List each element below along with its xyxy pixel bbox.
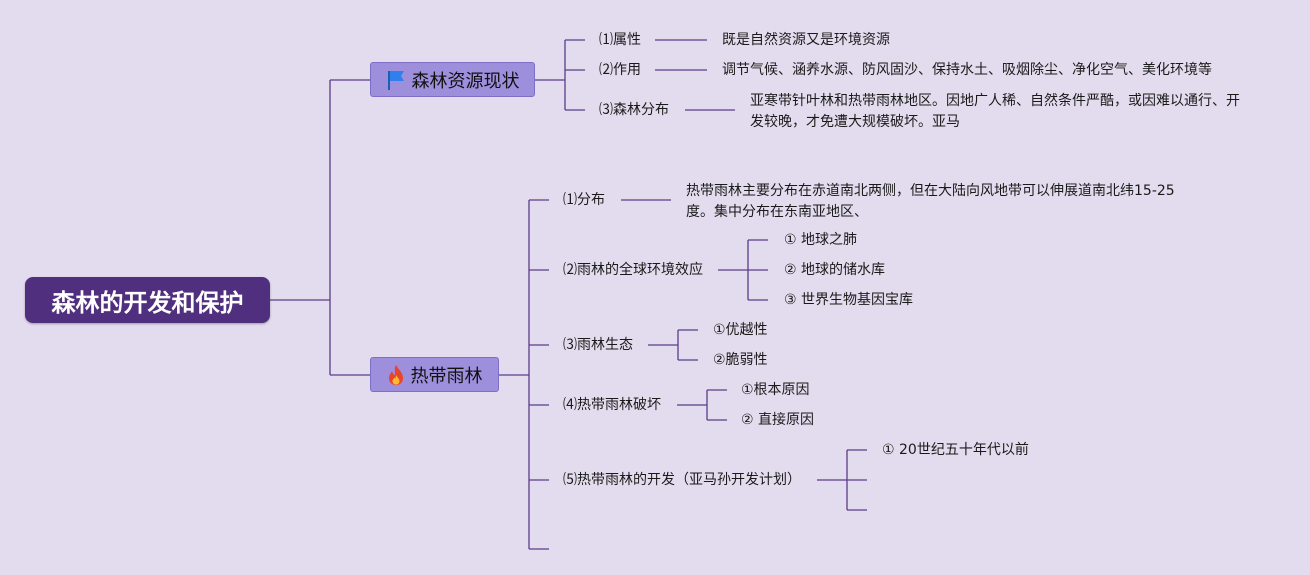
fire-icon — [387, 364, 405, 386]
flag-icon — [386, 69, 406, 91]
b2-item-4-child-1[interactable]: ①根本原因 — [741, 382, 810, 398]
branch-forest-status-label: 森林资源现状 — [411, 70, 520, 92]
root-topic-label: 森林的开发和保护 — [51, 288, 244, 317]
b1-item-2-detail[interactable]: 调节气候、涵养水源、防风固沙、保持水土、吸烟除尘、净化空气、美化环境等 — [722, 62, 1212, 78]
b2-item-4-label[interactable]: ⑷热带雨林破坏 — [563, 397, 661, 413]
b2-item-2-child-2[interactable]: ② 地球的储水库 — [784, 262, 886, 278]
branch-rainforest-label: 热带雨林 — [410, 365, 483, 387]
connector-b2-4-children — [707, 389, 727, 421]
connector-b2-3-children — [678, 329, 698, 361]
b2-item-4-child-2[interactable]: ② 直接原因 — [741, 412, 815, 428]
b2-item-5-child-1[interactable]: ① 20世纪五十年代以前 — [882, 442, 1029, 458]
root-topic[interactable]: 森林的开发和保护 — [25, 277, 270, 323]
b2-item-2-child-3[interactable]: ③ 世界生物基因宝库 — [784, 292, 914, 308]
branch-rainforest[interactable]: 热带雨林 — [370, 357, 499, 392]
b2-item-1-label[interactable]: ⑴分布 — [563, 192, 605, 208]
b1-item-1-detail[interactable]: 既是自然资源又是环境资源 — [722, 32, 890, 48]
b2-item-2-child-1[interactable]: ① 地球之肺 — [784, 232, 858, 248]
connector-b2-5-children — [847, 449, 867, 511]
b1-item-3-label[interactable]: ⑶森林分布 — [599, 102, 669, 118]
b1-item-1-label[interactable]: ⑴属性 — [599, 32, 641, 48]
b2-item-2-label[interactable]: ⑵雨林的全球环境效应 — [563, 262, 703, 278]
branch-forest-status[interactable]: 森林资源现状 — [370, 62, 535, 97]
b1-item-2-label[interactable]: ⑵作用 — [599, 62, 641, 78]
b1-item-3-detail[interactable]: 亚寒带针叶林和热带雨林地区。因地广人稀、自然条件严酷，或因难以通行、开发较晚，才… — [750, 93, 1240, 130]
b2-item-3-child-1[interactable]: ①优越性 — [713, 322, 768, 338]
connector-b2-2-children — [748, 239, 768, 301]
b2-item-3-label[interactable]: ⑶雨林生态 — [563, 337, 633, 353]
b2-item-5-label[interactable]: ⑸热带雨林的开发（亚马孙开发计划） — [563, 472, 801, 488]
b2-item-3-child-2[interactable]: ②脆弱性 — [713, 352, 768, 368]
b2-item-1-detail[interactable]: 热带雨林主要分布在赤道南北两侧，但在大陆向风地带可以伸展道南北纬15-25度。集… — [686, 183, 1175, 220]
